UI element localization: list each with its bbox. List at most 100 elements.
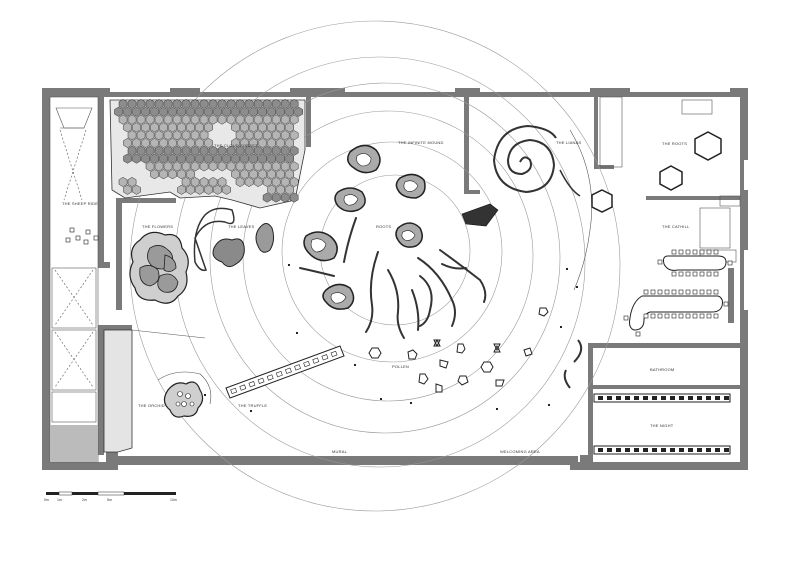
truffle-mark [239,384,247,391]
hex-tile [168,169,177,180]
hex-tile [132,153,141,164]
hex-tile [199,130,209,141]
bench-mark [661,448,666,452]
chair [671,249,677,255]
bench-mark [625,448,630,452]
truffle-mark [321,354,329,361]
hex-tile [195,153,204,164]
hex-tile [271,192,281,203]
truffle-mark [266,374,274,381]
chair [664,289,670,295]
hex-tile [163,130,173,141]
hex-tile [190,114,200,125]
scale-label-2: 2m [82,498,87,502]
bench-mark [724,448,729,452]
chair [706,289,712,295]
hex-tile [114,106,123,117]
label-lianas: THE LIANAS [556,140,581,145]
hex-tile [127,145,137,156]
bench-mark [688,448,693,452]
bench-mark [706,448,711,452]
hex-tile [145,99,155,109]
hex-tile [181,99,191,109]
chair [657,289,663,295]
chair [692,271,698,277]
hex-tile [199,114,209,125]
hex-tile [154,161,164,172]
hex-tile [249,169,258,180]
hex-tile [208,161,218,172]
hex-tile [222,153,231,164]
stage-wedge [461,203,499,227]
hex-tiles [114,99,303,203]
hex-tile [118,99,128,109]
hex-tile [172,145,182,156]
hex-tile [190,99,200,109]
chair [678,271,684,277]
hex-tile [199,161,209,172]
bench-mark [598,448,603,452]
chair [723,301,729,307]
hex-tile [199,99,209,109]
hex-tile [280,192,290,203]
chair [713,249,719,255]
chair [692,313,698,319]
hex-tile [240,169,249,180]
hex-tile [235,99,245,109]
bench-mark [652,448,657,452]
chair [699,289,705,295]
hex-tile [150,106,159,117]
hex-tile [276,106,285,117]
hex-tile [226,114,236,125]
bench-mark [679,396,684,400]
hex-tile [163,145,173,156]
hex-tile [253,161,263,172]
bench-mark [634,448,639,452]
hex-tile [258,153,267,164]
hex-tile [271,99,281,109]
hex-tile [280,130,290,141]
hex-tile [159,106,168,117]
bench-mark [607,448,612,452]
hex-tile [150,122,159,133]
scale-bar: 0m 1m 2m 5m 10m [44,491,177,502]
hex-tile [235,177,245,187]
truffle-mark [248,381,256,388]
scale-label-0: 0m [44,498,49,502]
bench-mark [697,396,702,400]
truffle-mark [285,367,292,374]
hex-tile [244,145,254,156]
hex-tile [132,138,141,148]
hex-tile [217,114,227,125]
hex-tile [150,138,159,148]
chair [692,289,698,295]
roots-room [591,96,741,213]
hex-tile [123,138,132,148]
bench-mark [607,396,612,400]
hex-tile [244,130,254,141]
truffle-mark [294,364,301,371]
hex-tile [208,114,218,125]
hex-tile [253,114,263,125]
chairs [623,249,733,337]
curved-walls [563,339,583,389]
hex-tile [172,130,182,141]
hex-tile [159,122,168,133]
hex-tile [289,161,299,172]
hex-tile [168,106,177,117]
hex-tile [289,177,299,187]
label-truffle: THE TRUFFLE [238,403,267,408]
hex-tile [190,130,200,141]
hex-tile [217,161,227,172]
hex-tile [177,184,186,195]
chair [671,313,677,319]
hex-tile [186,106,195,117]
chair [657,259,663,265]
hex-tile [240,122,249,133]
bench-mark [634,396,639,400]
hex-tile [204,153,213,164]
hex-tile [276,169,285,180]
hex-tile [213,184,222,195]
hex-tile [235,114,245,125]
hex-tile [276,184,285,195]
